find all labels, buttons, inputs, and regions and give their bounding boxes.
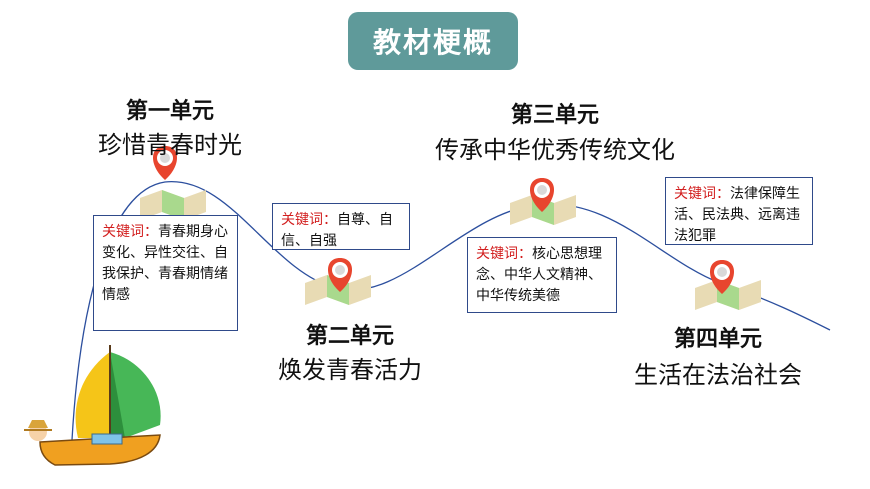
keyword-label: 关键词： (281, 212, 337, 228)
map-icon (140, 190, 206, 220)
unit-4-subtitle: 生活在法治社会 (634, 361, 802, 389)
keywords-text: 核心思想理念、中华人文精神、中华传统美德 (476, 246, 602, 304)
keywords-text: 法律保障生活、民法典、远离违法犯罪 (674, 186, 800, 244)
unit-3-subtitle: 传承中华优秀传统文化 (435, 136, 675, 164)
unit-1-keyword-box: 关键词：青春期身心变化、异性交往、自我保护、青春期情绪情感 (93, 215, 238, 331)
location-pin-icon (153, 146, 177, 180)
unit-3-title: 第三单元 (510, 103, 599, 128)
unit-4-title: 第四单元 (673, 327, 762, 352)
page-title: 教材梗概 (348, 12, 518, 70)
unit-2-title: 第二单元 (305, 324, 394, 349)
keyword-label: 关键词： (674, 186, 730, 202)
sailboat-icon (24, 345, 161, 466)
keywords-text: 自尊、自信、自强 (281, 212, 393, 249)
unit-3-keyword-box: 关键词：核心思想理念、中华人文精神、中华传统美德 (467, 237, 617, 313)
location-pin-icon (530, 178, 554, 212)
keyword-label: 关键词： (102, 224, 158, 240)
unit-2-keyword-box: 关键词：自尊、自信、自强 (272, 203, 410, 250)
keywords-text: 青春期身心变化、异性交往、自我保护、青春期情绪情感 (102, 224, 228, 303)
unit-1-title: 第一单元 (125, 99, 214, 124)
keyword-label: 关键词： (476, 246, 532, 262)
location-pin-icon (328, 258, 352, 292)
location-pin-icon (710, 260, 734, 294)
unit-1-subtitle: 珍惜青春时光 (98, 131, 242, 159)
unit-2-subtitle: 焕发青春活力 (278, 356, 422, 384)
unit-4-keyword-box: 关键词：法律保障生活、民法典、远离违法犯罪 (665, 177, 813, 245)
